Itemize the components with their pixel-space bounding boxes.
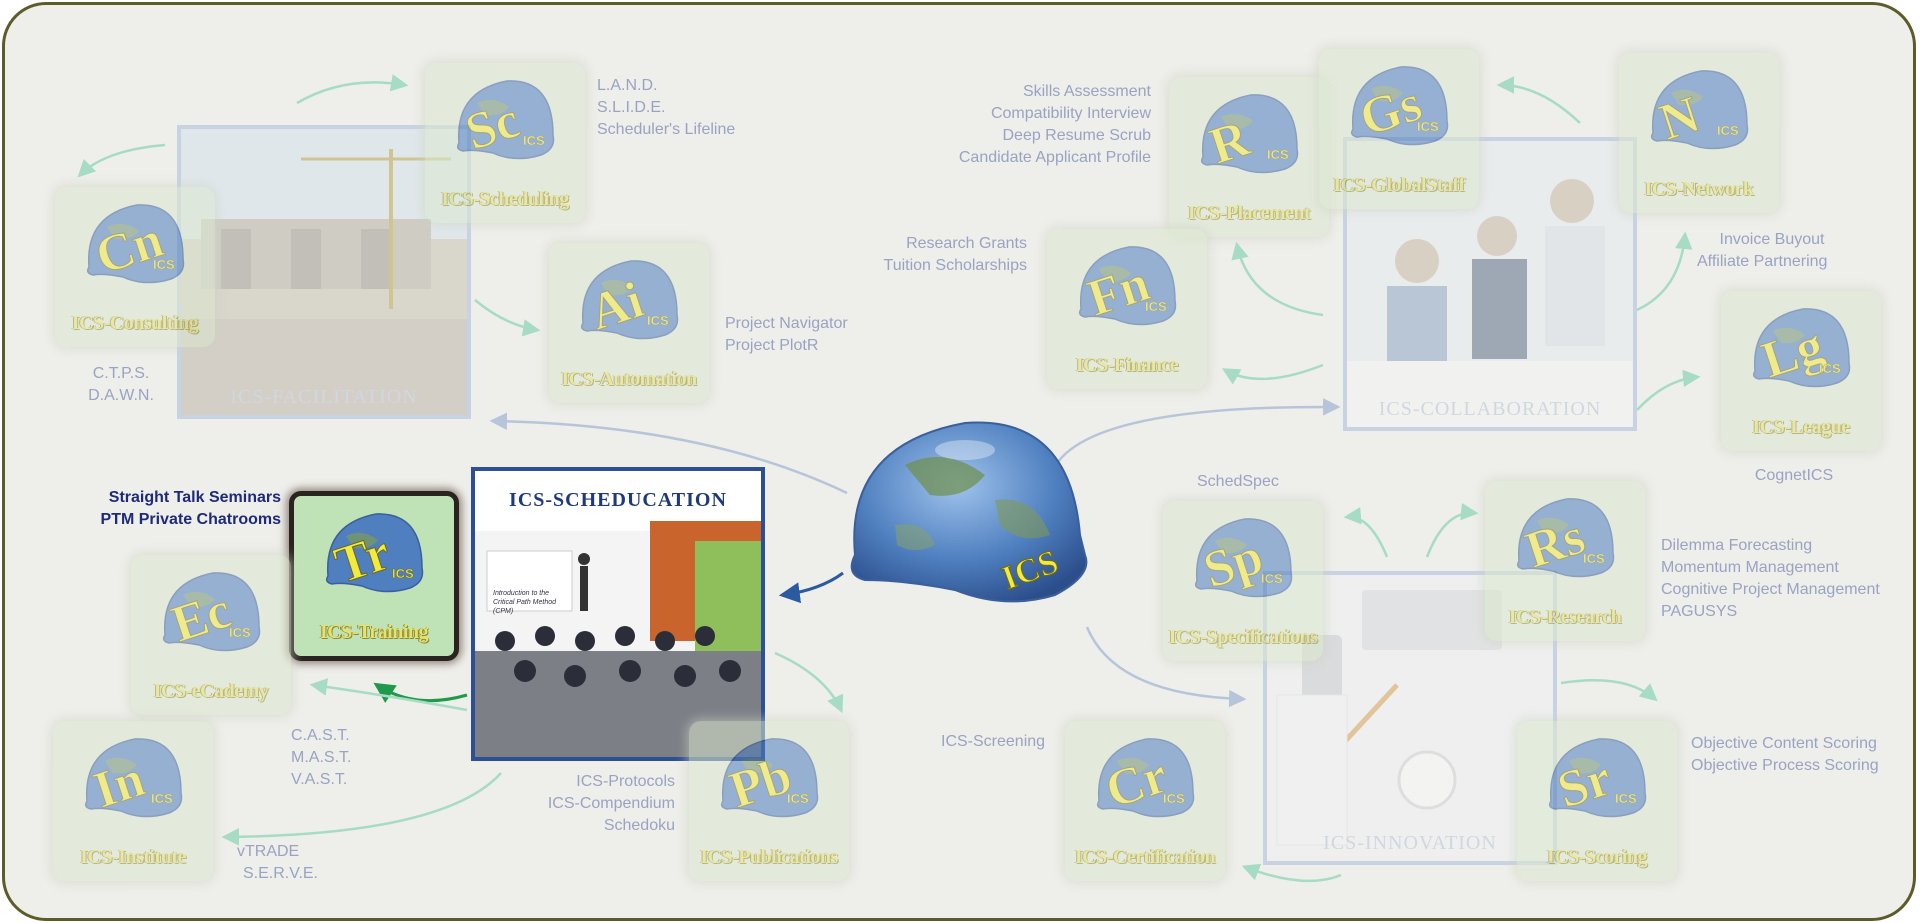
construction-site-image [181,129,467,415]
tile-label: ICS-eCademy [153,680,269,702]
tile-label: ICS-Network [1644,178,1754,200]
tile-badge: ICS [1819,361,1841,376]
photo-facilitation[interactable]: ICS-FACILITATION [177,125,471,419]
tile-label: ICS-Scoring [1546,846,1648,868]
tile-badge: ICS [1261,571,1283,586]
tile-label: ICS-Specifications [1168,626,1318,648]
tile-badge: ICS [1145,299,1167,314]
consulting-features: C.T.P.S.D.A.W.N. [88,365,154,404]
tile-badge: ICS [1583,551,1605,566]
tile-label: ICS-Institute [80,846,186,868]
tile-label: ICS-GlobalStaff [1333,174,1465,196]
tile-label: ICS-League [1752,416,1850,438]
tile-label: ICS-Training [319,621,429,643]
ecademy-features: C.A.S.T.M.A.S.T.V.A.S.T. [291,727,352,788]
collaboration-label: ICS-COLLABORATION [1378,398,1602,420]
tile-label: ICS-Finance [1075,354,1179,376]
tile-badge: ICS [229,625,251,640]
tile-label: ICS-Consulting [71,312,199,334]
tile-badge: ICS [647,313,669,328]
tile-badge: ICS [1717,123,1739,138]
scheduling-features: L.A.N.D.S.L.I.D.E.Scheduler's Lifeline [597,77,736,138]
tile-badge: ICS [787,791,809,806]
innovation-label: ICS-INNOVATION [1323,832,1497,854]
tile-badge: ICS [392,566,414,581]
tile-badge: ICS [1163,791,1185,806]
connector-arrows [77,74,1701,883]
tile-badge: ICS [523,133,545,148]
tile-label: ICS-Publications [700,846,838,868]
scheducation-label: ICS-SCHEDUCATION [509,489,727,511]
league-features: CognetICS [1754,467,1834,484]
tile-badge: ICS [1615,791,1637,806]
tile-badge: ICS [1267,147,1289,162]
tile-label: ICS-Automation [561,368,697,390]
facilitation-label: ICS-FACILITATION [230,386,418,408]
tile-badge: ICS [1417,119,1439,134]
hub-helmet-icon[interactable]: ICS [835,405,1095,635]
specifications-features: SchedSpec [1197,473,1279,490]
classroom-image [475,471,761,757]
tile-badge: ICS [151,791,173,806]
tile-label: ICS-Research [1508,606,1622,628]
tile-label: ICS-Scheduling [441,188,569,210]
certification-features: ICS-Screening [941,733,1046,750]
photo-scheducation[interactable]: ICS-SCHEDUCATION Introduction to the Cri… [471,467,765,761]
tile-badge: ICS [153,257,175,272]
tile-label: ICS-Certification [1074,846,1216,868]
slide-caption: Introduction to the Critical Path Method… [493,590,557,615]
tile-label: ICS-Placement [1187,202,1311,224]
